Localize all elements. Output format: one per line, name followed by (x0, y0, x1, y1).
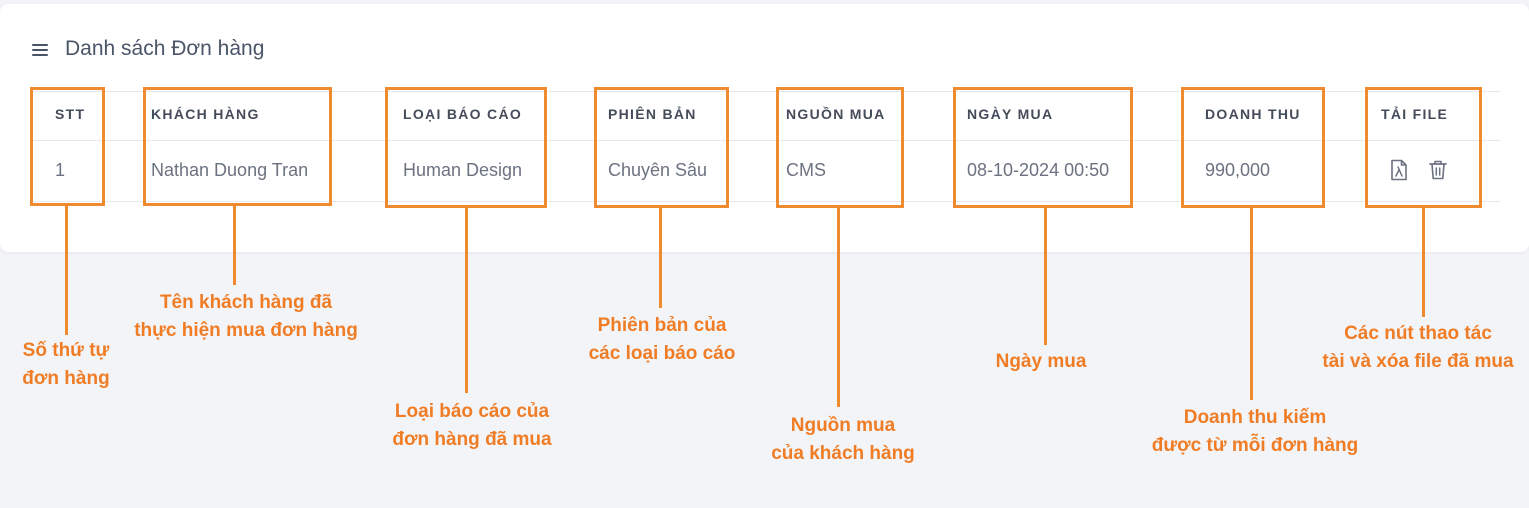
highlight-source-column (776, 87, 904, 208)
cell-report-type: Human Design (403, 160, 523, 180)
highlight-revenue-column (1181, 87, 1325, 208)
highlight-date-column (953, 87, 1133, 208)
cell-version: Chuyên Sâu (608, 160, 708, 180)
header-customer: KHÁCH HÀNG (151, 106, 260, 122)
menu-icon[interactable] (32, 44, 48, 56)
highlight-version-column (594, 87, 729, 208)
header-stt: STT (55, 106, 86, 122)
card-header: Danh sách Đơn hàng (32, 37, 264, 61)
connector-version (659, 207, 662, 308)
connector-report-type (465, 207, 468, 393)
connector-stt (65, 205, 68, 335)
table-top-border (30, 91, 1500, 92)
highlight-report-type-column (385, 87, 547, 208)
header-source: NGUỒN MUA (786, 106, 886, 122)
highlight-stt-column (30, 87, 105, 206)
cell-revenue: 990,000 (1205, 160, 1271, 180)
connector-date (1044, 207, 1047, 345)
header-version: PHIÊN BẢN (608, 106, 697, 122)
orders-card: Danh sách Đơn hàng (0, 4, 1529, 252)
connector-revenue (1250, 207, 1253, 400)
pdf-download-icon[interactable] (1389, 159, 1409, 181)
card-title: Danh sách Đơn hàng (65, 37, 265, 60)
table-header-divider (30, 140, 1500, 141)
cell-stt: 1 (55, 160, 66, 180)
header-date: NGÀY MUA (967, 106, 1054, 122)
highlight-customer-column (143, 87, 332, 206)
header-file: TẢI FILE (1381, 106, 1449, 122)
highlight-file-column (1365, 87, 1482, 208)
table-bottom-border (30, 201, 1500, 202)
cell-customer: Nathan Duong Tran (151, 160, 309, 180)
cell-date: 08-10-2024 00:50 (967, 160, 1110, 180)
header-revenue: DOANH THU (1205, 106, 1301, 122)
connector-source (837, 207, 840, 407)
note-date: Ngày mua (995, 351, 1087, 372)
connector-customer (233, 205, 236, 285)
cell-source: CMS (786, 160, 826, 180)
connector-file (1422, 207, 1425, 317)
trash-icon[interactable] (1428, 159, 1448, 181)
cell-file-actions (1389, 159, 1448, 181)
header-report-type: LOẠI BÁO CÁO (403, 106, 523, 122)
